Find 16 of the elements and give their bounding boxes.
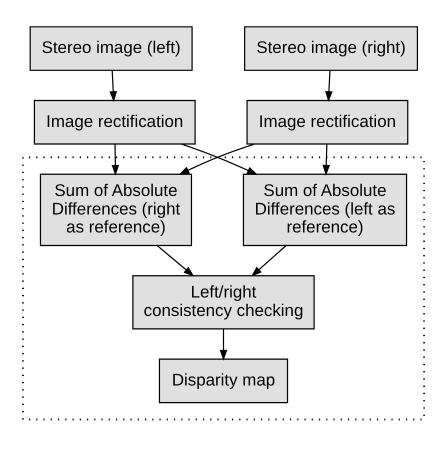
node-box: Stereo image (left) [30, 26, 193, 70]
node-box: Left/right consistency checking [132, 274, 315, 329]
node-box: Image rectification [34, 99, 196, 144]
arrow [112, 144, 120, 176]
arrow [325, 70, 333, 102]
node-box: Disparity map [158, 358, 288, 403]
arrow [156, 244, 194, 276]
arrow [251, 244, 286, 276]
node-box: Stereo image (right) [244, 26, 418, 70]
arrow [322, 144, 330, 176]
cluster [22, 156, 425, 420]
node-box: Image rectification [246, 99, 408, 144]
arrow [109, 70, 118, 102]
node-box: Sum of Absolute Differences (right as reference) [40, 173, 192, 246]
node-box: Sum of Absolute Differences (left as reference) [242, 173, 408, 246]
arrow [220, 328, 228, 360]
